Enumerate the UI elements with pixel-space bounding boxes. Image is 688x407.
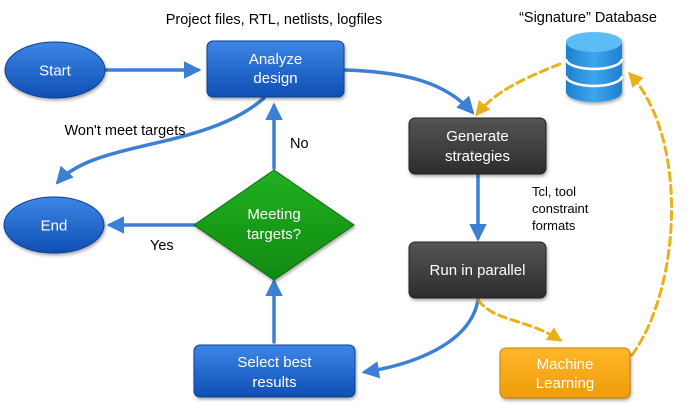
- dashed-arrow-run-to-ml: [476, 298, 563, 342]
- meeting-targets-decision: [193, 169, 355, 281]
- inputs-label: Project files, RTL, netlists, logfiles: [166, 12, 383, 28]
- arrow-run-to-select: [361, 298, 480, 379]
- analyze-label-line2: design: [253, 70, 297, 87]
- select-label-line1: Select best: [237, 354, 312, 371]
- arrow-analyze-to-generate: [343, 68, 475, 115]
- generate-strategies-node: [408, 117, 547, 175]
- ml-label-line1: Machine: [537, 356, 594, 373]
- analyze-design-node: [206, 40, 345, 98]
- run-in-parallel-node: [408, 241, 547, 299]
- tcl-label-line3: formats: [532, 218, 576, 233]
- start-node: [4, 41, 106, 99]
- end-node: [3, 196, 105, 254]
- start-label: Start: [39, 63, 72, 80]
- decision-label-line2: targets?: [247, 226, 301, 243]
- tcl-label-line1: Tcl, tool: [532, 184, 576, 199]
- dashed-arrow-ml-to-database: [627, 71, 673, 357]
- select-label-line2: results: [252, 374, 296, 391]
- tcl-label-line2: constraint: [532, 201, 589, 216]
- generate-label-line2: strategies: [445, 148, 510, 165]
- database-label: “Signature” Database: [519, 10, 657, 26]
- no-label: No: [290, 136, 309, 152]
- generate-label-line1: Generate: [446, 128, 509, 145]
- flow-arrows: [55, 61, 487, 379]
- dashed-arrow-database-to-generate: [475, 62, 562, 117]
- select-best-results-node: [193, 344, 356, 398]
- ml-feedback-arrows: [475, 62, 673, 357]
- yes-label: Yes: [150, 238, 174, 254]
- ml-label-line2: Learning: [536, 375, 594, 392]
- database-cylinder-icon: [564, 32, 624, 102]
- end-label: End: [41, 218, 68, 235]
- machine-learning-node: [499, 347, 631, 399]
- run-label: Run in parallel: [430, 262, 526, 279]
- analyze-label-line1: Analyze: [249, 51, 302, 68]
- wont-meet-targets-label: Won't meet targets: [65, 123, 186, 139]
- arrow-analyze-to-end: [55, 96, 266, 185]
- decision-label-line1: Meeting: [247, 206, 300, 223]
